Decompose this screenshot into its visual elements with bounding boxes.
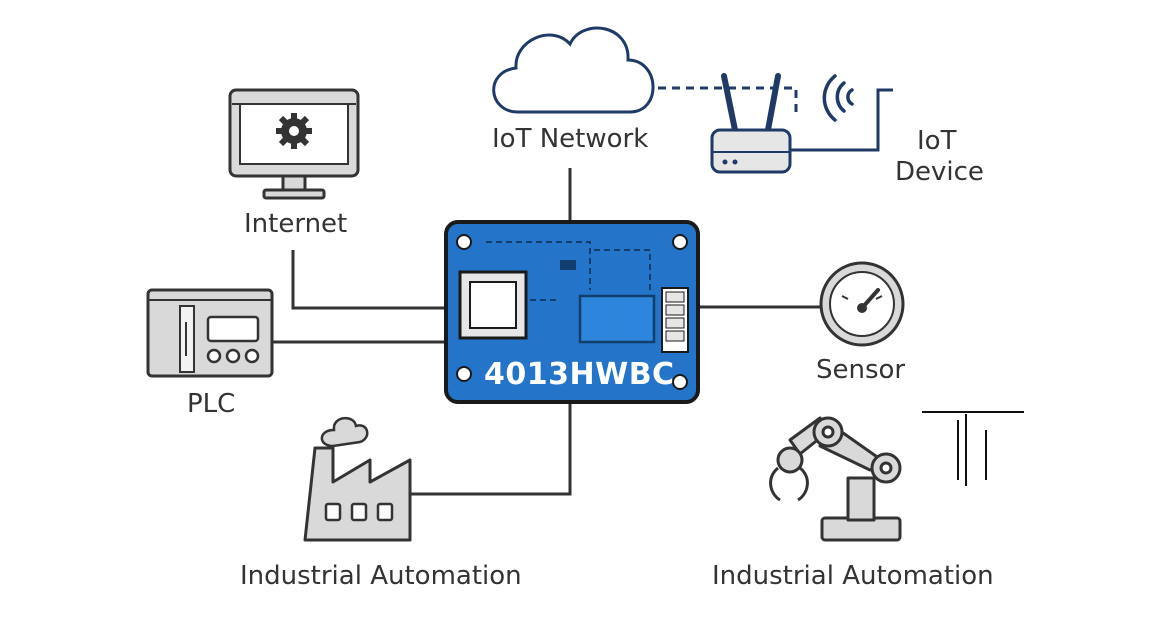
cloud-icon — [492, 26, 655, 114]
internet-label: Internet — [244, 209, 348, 239]
artifact-mark — [922, 411, 1024, 486]
robotic-arm-icon — [769, 416, 902, 542]
sensor-gauge-icon — [819, 261, 905, 347]
connector-iot-device — [790, 88, 893, 152]
iot-device-label-line2: Device — [895, 157, 984, 187]
connector-internet — [291, 250, 446, 310]
router-icon — [710, 73, 792, 174]
iot-network-label: IoT Network — [492, 124, 649, 154]
factory-icon — [303, 417, 412, 542]
plc-label: PLC — [187, 389, 236, 419]
wifi-signal-icon — [822, 74, 854, 122]
industrial-automation-right-label: Industrial Automation — [712, 561, 994, 591]
main-board — [444, 220, 700, 404]
wireless-link-dashed — [658, 86, 798, 118]
industrial-automation-left-label: Industrial Automation — [240, 561, 522, 591]
iot-device-label-line1: IoT — [917, 126, 957, 156]
connector-factory — [410, 402, 572, 496]
gear-icon — [276, 113, 312, 149]
board-label: 4013HWBC — [484, 357, 675, 392]
plc-icon — [146, 288, 274, 378]
connectors — [272, 168, 820, 496]
sensor-label: Sensor — [816, 355, 906, 385]
